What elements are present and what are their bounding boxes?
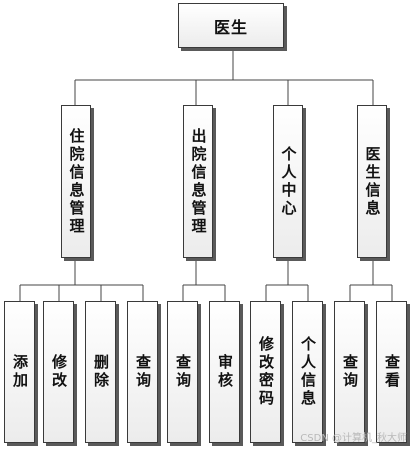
leaf-label: 查询 — [134, 354, 152, 390]
leaf-node-review: 审核 — [209, 301, 240, 443]
module-node-doctor-info: 医生信息 — [357, 105, 387, 258]
leaf-node-query: 查询 — [334, 301, 365, 443]
module-label: 住院信息管理 — [67, 127, 86, 236]
module-node-discharge: 出院信息管理 — [183, 105, 213, 258]
module-label: 医生信息 — [363, 145, 382, 218]
leaf-label: 修改 — [50, 354, 68, 390]
leaf-label: 查询 — [341, 354, 359, 390]
root-node: 医生 — [178, 3, 284, 48]
leaf-node-query: 查询 — [127, 301, 158, 443]
leaf-node-change-password: 修改密码 — [250, 301, 281, 443]
leaf-label: 查看 — [383, 354, 401, 390]
root-label: 医生 — [213, 17, 248, 37]
leaf-node-add: 添加 — [4, 301, 35, 443]
leaf-label: 个人信息 — [299, 336, 317, 408]
leaf-node-delete: 删除 — [85, 301, 116, 443]
leaf-node-query: 查询 — [167, 301, 198, 443]
leaf-node-view: 查看 — [376, 301, 407, 443]
leaf-label: 添加 — [11, 354, 29, 390]
leaf-node-modify: 修改 — [43, 301, 74, 443]
leaf-label: 修改密码 — [257, 336, 275, 408]
leaf-label: 删除 — [92, 354, 110, 390]
watermark: CSDN @计算机_秋大师 — [300, 433, 407, 444]
module-label: 个人中心 — [279, 145, 298, 218]
leaf-label: 查询 — [174, 354, 192, 390]
module-label: 出院信息管理 — [189, 127, 208, 236]
leaf-label: 审核 — [216, 354, 234, 390]
module-node-personal-center: 个人中心 — [273, 105, 303, 258]
module-node-inpatient: 住院信息管理 — [61, 105, 91, 258]
leaf-node-personal-info: 个人信息 — [292, 301, 323, 443]
